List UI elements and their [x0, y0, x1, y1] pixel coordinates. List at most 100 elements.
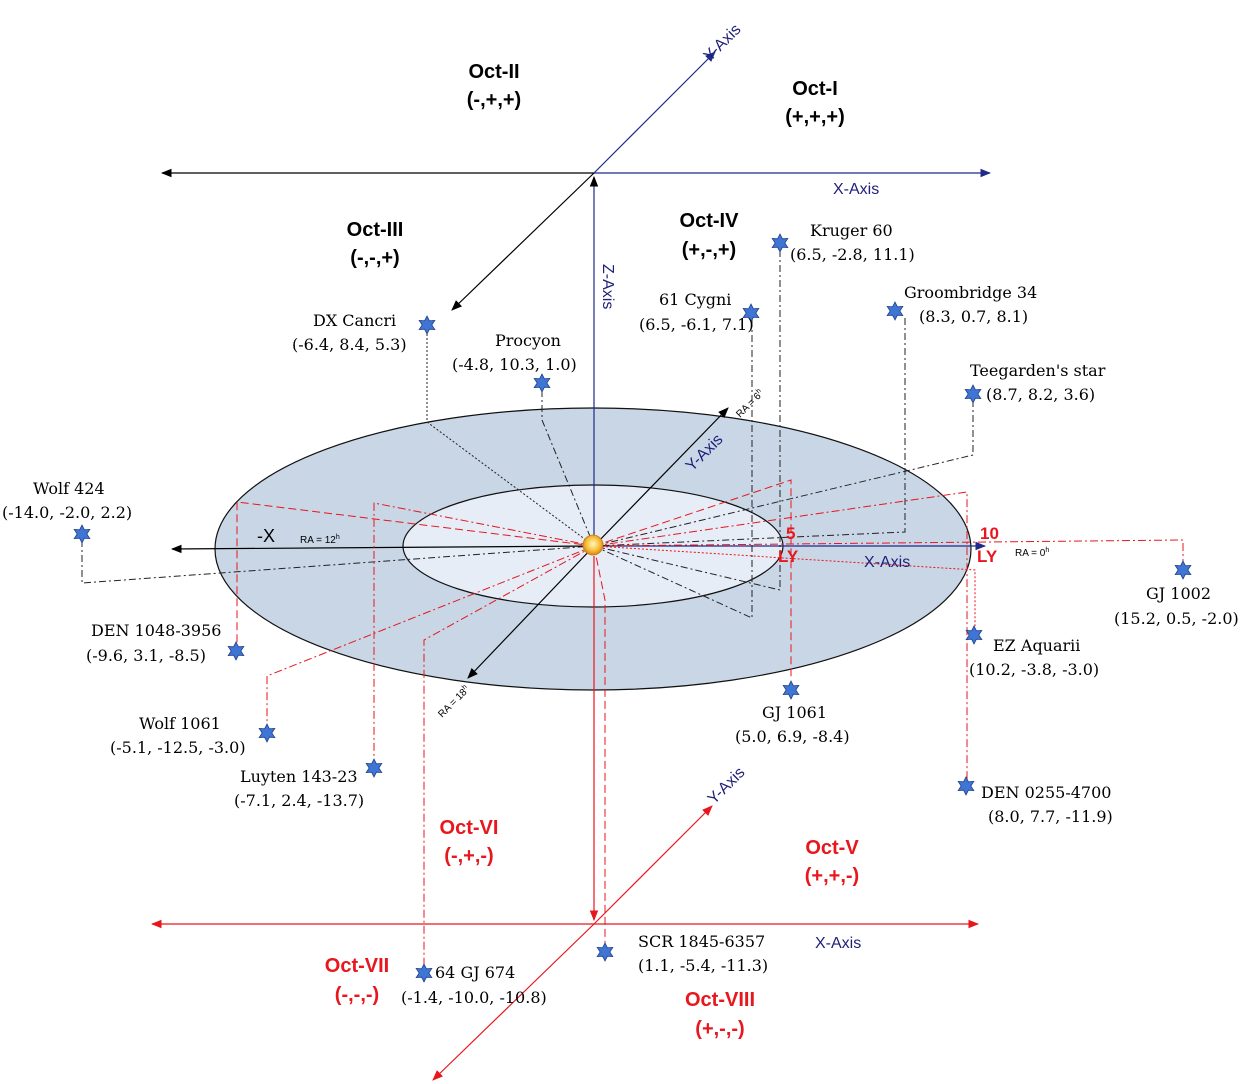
star-name: Groombridge 34	[904, 283, 1037, 302]
star-coordinates: (1.1, -5.4, -11.3)	[638, 956, 768, 975]
star-name: EZ Aquarii	[993, 636, 1080, 655]
lower-y-axis-label: Y-Axis	[705, 764, 749, 808]
star-coordinates: (8.0, 7.7, -11.9)	[988, 807, 1113, 826]
octant-7-signs: (-,-,-)	[335, 984, 379, 1006]
star-teegardens-star[interactable]: Teegarden's star (8.7, 8.2, 3.6)	[964, 361, 1106, 404]
lower-axes	[150, 556, 980, 1081]
star-icon	[782, 680, 800, 700]
star-groombridge-34[interactable]: Groombridge 34 (8.3, 0.7, 8.1)	[886, 283, 1037, 326]
star-den-1048-3956[interactable]: DEN 1048-3956 (-9.6, 3.1, -8.5)	[86, 621, 245, 665]
projection-lines-below	[236, 479, 1184, 965]
star-name: Wolf 1061	[139, 714, 221, 733]
ra-12h-sup: h	[336, 534, 340, 541]
star-wolf-1061[interactable]: Wolf 1061 (-5.1, -12.5, -3.0)	[110, 714, 276, 757]
star-name: SCR 1845-6357	[638, 932, 765, 951]
octant-5-name: Oct-V	[805, 837, 859, 859]
octant-6-name: Oct-VI	[440, 817, 499, 839]
ra-0h-label: RA = 0h	[1015, 547, 1049, 559]
star-dx-cancri[interactable]: DX Cancri (-6.4, 8.4, 5.3)	[292, 311, 436, 354]
star-icon	[1174, 560, 1192, 580]
star-name: DX Cancri	[313, 311, 396, 330]
sun-icon	[582, 534, 604, 556]
star-coordinates: (5.0, 6.9, -8.4)	[735, 727, 850, 746]
star-name: Wolf 424	[33, 479, 105, 498]
star-icon	[964, 384, 982, 404]
star-icon	[771, 233, 789, 253]
star-kruger-60[interactable]: Kruger 60 (6.5, -2.8, 11.1)	[771, 221, 915, 264]
projection-wolf-424	[81, 540, 595, 584]
star-icon	[258, 723, 276, 743]
projection-groombridge-34	[593, 318, 906, 547]
disk-axes	[170, 407, 987, 679]
star-icon	[365, 758, 383, 778]
ra-12h-text: RA = 12	[300, 535, 336, 546]
distance-markers: 5 LY 10 LY	[778, 524, 999, 566]
ra-18h-sup: h	[461, 683, 469, 691]
star-procyon[interactable]: Procyon (-4.8, 10.3, 1.0)	[452, 331, 577, 393]
disk-neg-x-axis-line	[170, 544, 595, 554]
projection-lines-above	[81, 250, 974, 619]
octant-labels: Oct-II (-,+,+) Oct-I (+,+,+) Oct-III (-,…	[325, 61, 860, 1040]
star-64-gj-674[interactable]: 64 GJ 674 (-1.4, -10.0, -10.8)	[401, 963, 547, 1007]
star-coordinates: (6.5, -2.8, 11.1)	[790, 245, 915, 264]
upper-axes	[160, 51, 992, 311]
octant-4-signs: (+,-,+)	[682, 239, 736, 261]
star-coordinates: (-1.4, -10.0, -10.8)	[401, 988, 547, 1007]
disk-x-axis-label: X-Axis	[864, 554, 910, 571]
ra-6h-sup: h	[755, 387, 763, 395]
projection-den-1048-3956	[236, 501, 595, 648]
projection-scr-1845-6357	[593, 545, 606, 943]
star-gj-1061[interactable]: GJ 1061 (5.0, 6.9, -8.4)	[735, 680, 850, 746]
octant-4-name: Oct-IV	[680, 210, 740, 232]
star-den-0255-4700[interactable]: DEN 0255-4700 (8.0, 7.7, -11.9)	[957, 776, 1113, 826]
star-name: DEN 1048-3956	[91, 621, 221, 640]
projection-procyon	[541, 390, 595, 547]
projection-dx-cancri	[426, 330, 595, 547]
distance-5-unit: LY	[778, 547, 799, 566]
star-coordinates: (15.2, 0.5, -2.0)	[1114, 609, 1239, 628]
lower-y-axis-line	[593, 805, 713, 925]
projection-kruger-60	[593, 250, 781, 591]
star-icon	[965, 625, 983, 645]
star-icon	[957, 776, 975, 796]
lower-x-axis-label: X-Axis	[815, 935, 861, 952]
ra-6h-label: RA = 6h	[734, 387, 767, 420]
star-name: Procyon	[495, 331, 561, 350]
star-luyten-143-23[interactable]: Luyten 143-23 (-7.1, 2.4, -13.7)	[234, 758, 383, 810]
star-coordinates: (8.7, 8.2, 3.6)	[986, 385, 1095, 404]
disk-y-axis-line	[593, 407, 729, 547]
star-name: Luyten 143-23	[240, 767, 358, 786]
star-wolf-424[interactable]: Wolf 424 (-14.0, -2.0, 2.2)	[2, 479, 132, 544]
star-name: 64 GJ 674	[435, 963, 515, 982]
star-coordinates: (-4.8, 10.3, 1.0)	[452, 355, 577, 374]
star-gj-1002[interactable]: GJ 1002 (15.2, 0.5, -2.0)	[1114, 560, 1239, 628]
octant-2-signs: (-,+,+)	[467, 89, 521, 111]
octant-8-signs: (+,-,-)	[695, 1018, 744, 1040]
projection-64-gj-674	[423, 545, 595, 965]
disk-neg-x-axis-label: -X	[257, 526, 275, 546]
octant-7-name: Oct-VII	[325, 955, 389, 977]
distance-5-value: 5	[786, 524, 795, 543]
upper-y-axis-label: Y-Axis	[701, 21, 745, 65]
ra-0h-text: RA = 0	[1015, 548, 1046, 559]
star-icon	[596, 942, 614, 962]
projection-teegardens-star	[593, 400, 974, 547]
stars: Kruger 60 (6.5, -2.8, 11.1) Groombridge …	[2, 221, 1239, 1007]
octant-1-name: Oct-I	[792, 78, 838, 100]
octant-5-signs: (+,+,-)	[805, 865, 859, 887]
ra-18h-text: RA = 18	[436, 687, 469, 720]
star-61-cygni[interactable]: 61 Cygni (6.5, -6.1, 7.1)	[639, 290, 760, 334]
ra-12h-label: RA = 12h	[300, 534, 340, 546]
star-coordinates: (-5.1, -12.5, -3.0)	[110, 738, 246, 757]
star-icon	[418, 315, 436, 335]
star-name: DEN 0255-4700	[981, 783, 1111, 802]
octant-1-signs: (+,+,+)	[785, 106, 844, 128]
star-scr-1845-6357[interactable]: SCR 1845-6357 (1.1, -5.4, -11.3)	[596, 932, 768, 975]
upper-y-axis-line	[593, 51, 716, 174]
ra-0h-sup: h	[1045, 547, 1049, 554]
projection-wolf-1061	[266, 545, 595, 727]
star-icon	[886, 301, 904, 321]
star-ez-aquarii[interactable]: EZ Aquarii (10.2, -3.8, -3.0)	[965, 625, 1099, 679]
